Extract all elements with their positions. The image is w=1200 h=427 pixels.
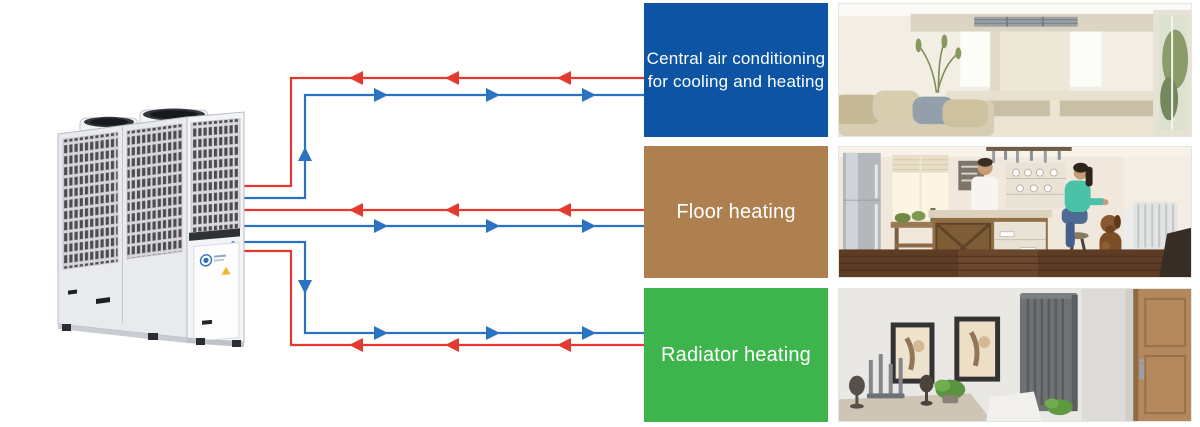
armchair-corner [1159, 227, 1191, 277]
label-box-central-air: Central air conditioning for cooling and… [644, 3, 828, 137]
dish-shelves [1006, 162, 1066, 209]
pipe-branch-central-air [244, 71, 644, 200]
floor-heating-label: Floor heating [676, 200, 796, 223]
glass-door-greenery [1153, 9, 1191, 136]
photo-radiator-room [838, 288, 1192, 422]
central-air-label: Central air conditioning for cooling and… [647, 47, 826, 93]
radiator-heating-label: Radiator heating [661, 343, 811, 366]
label-box-floor-heating: Floor heating [644, 146, 828, 278]
pipe-branch-radiator-heating [244, 240, 644, 352]
vertical-radiator [1019, 292, 1078, 412]
woman-figure [1061, 162, 1109, 274]
house-plant [915, 34, 962, 93]
sofa [839, 90, 995, 136]
ceiling-ac-vent [910, 13, 1160, 32]
dining-table [839, 354, 993, 421]
brand-logo [199, 254, 226, 267]
photo-floor-heating-room [838, 146, 1192, 278]
hanging-rack [986, 147, 1072, 164]
central-air-label-line1: Central air conditioning [646, 49, 826, 68]
wooden-door [1133, 289, 1191, 421]
coil-grille-left-face [62, 123, 183, 324]
wood-floor [839, 249, 1191, 277]
warning-label [221, 266, 231, 275]
central-air-label-line2: for cooling and heating [647, 72, 825, 91]
pipe-branch-floor-heating [244, 203, 644, 233]
picture-frames [890, 316, 1001, 384]
heat-pump-unit [57, 108, 245, 347]
kitchen-window [892, 154, 949, 220]
man-figure [971, 157, 999, 214]
photo-central-air-room [838, 3, 1192, 137]
white-chair [986, 391, 1042, 421]
floor-plant [1044, 398, 1073, 416]
label-box-radiator-heating: Radiator heating [644, 288, 828, 422]
front-panel [189, 117, 241, 342]
